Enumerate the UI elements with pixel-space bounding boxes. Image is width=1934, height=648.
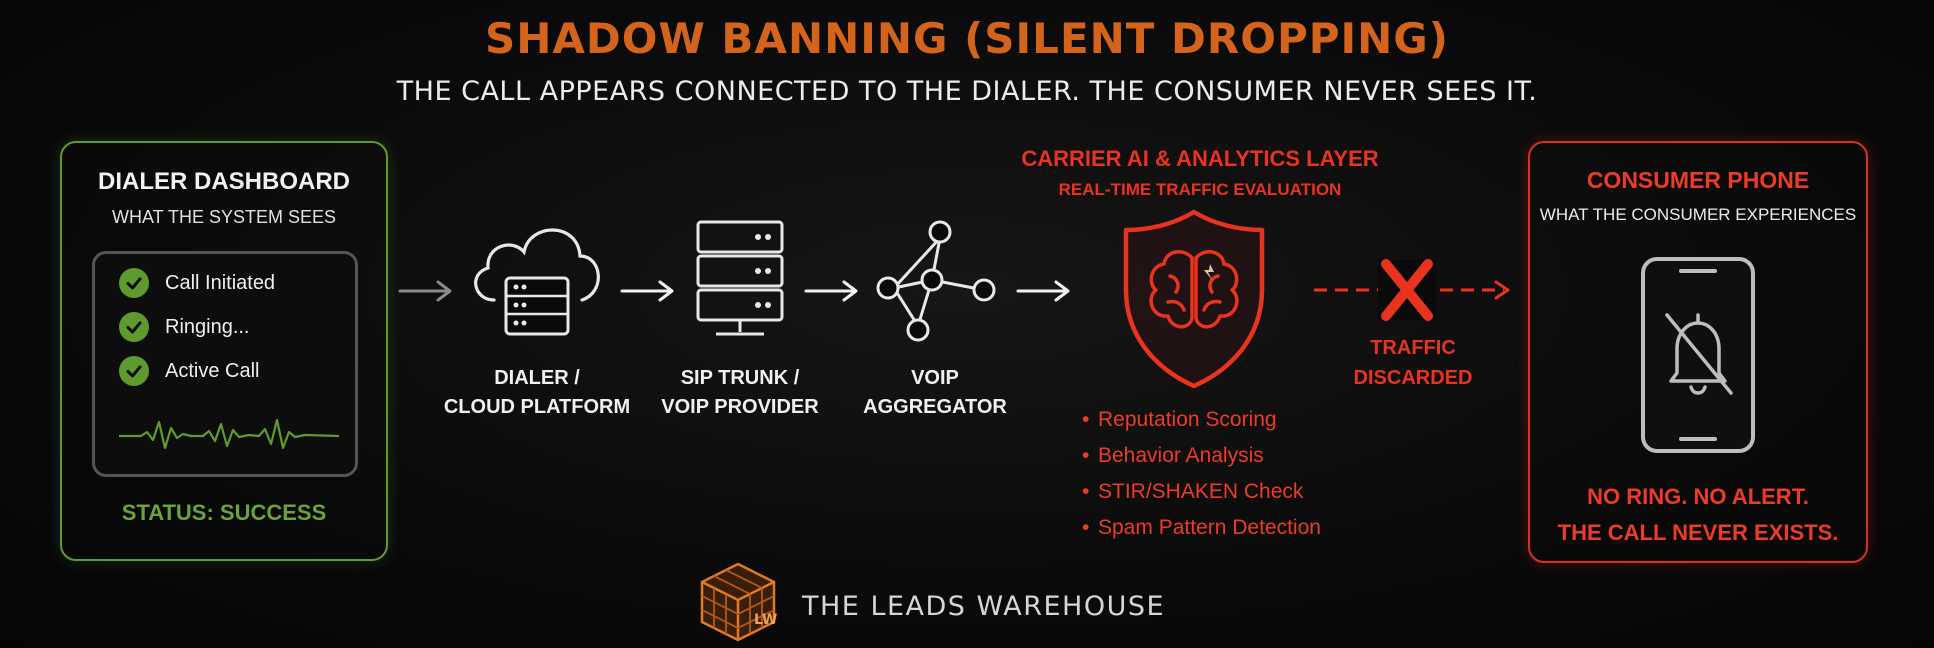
step-label: Ringing... [165, 315, 250, 338]
check-icon [119, 356, 149, 386]
waveform-icon [119, 418, 339, 450]
list-item: •STIR/SHAKEN Check [1082, 480, 1304, 503]
step-row: Call Initiated [119, 267, 275, 299]
node-label-dialer: DIALER / CLOUD PLATFORM [442, 364, 632, 422]
dropped-traffic-arrow-icon [1314, 259, 1510, 321]
consumer-panel-footer: NO RING. NO ALERT. THE CALL NEVER EXISTS… [1530, 479, 1866, 551]
brand-name: THE LEADS WAREHOUSE [802, 591, 1166, 622]
cube-logo-icon: LW [700, 562, 777, 642]
logo-text: LW [754, 612, 777, 628]
step-row: Active Call [119, 355, 259, 387]
dialer-status-screen: Call Initiated Ringing... Active Call [92, 251, 358, 477]
carrier-layer-subtitle: REAL-TIME TRAFFIC EVALUATION [1058, 180, 1342, 199]
dialer-panel-subtitle: WHAT THE SYSTEM SEES [111, 207, 337, 227]
dialer-dashboard-panel: DIALER DASHBOARD WHAT THE SYSTEM SEES Ca… [60, 141, 388, 561]
check-icon [119, 268, 149, 298]
list-item: •Spam Pattern Detection [1082, 516, 1321, 539]
check-item-label: Reputation Scoring [1098, 408, 1277, 431]
carrier-checks-list: •Reputation Scoring •Behavior Analysis •… [1082, 402, 1321, 546]
flow-arrow-icon [398, 280, 452, 302]
server-rack-icon [696, 220, 784, 336]
node-label-line: CLOUD PLATFORM [443, 396, 631, 418]
diagram-title: SHADOW BANNING (SILENT DROPPING) [485, 14, 1449, 63]
flow-arrow-icon [804, 280, 858, 302]
dialer-status: STATUS: SUCCESS [121, 500, 327, 525]
consumer-panel-subtitle: WHAT THE CONSUMER EXPERIENCES [1539, 205, 1857, 224]
node-label-line: SIP TRUNK / [680, 367, 800, 389]
check-icon [119, 312, 149, 342]
node-label-line: VOIP [911, 367, 959, 389]
carrier-layer-title: CARRIER AI & ANALYTICS LAYER [1021, 146, 1379, 171]
step-label: Call Initiated [165, 271, 276, 294]
dialer-panel-title: DIALER DASHBOARD [98, 168, 350, 195]
node-label-line: VOIP PROVIDER [661, 396, 819, 418]
discard-line: DISCARDED [1353, 367, 1473, 389]
node-label-aggregator: VOIP AGGREGATOR [850, 364, 1020, 422]
consumer-panel-title: CONSUMER PHONE [1586, 167, 1810, 193]
flow-arrow-icon [1016, 280, 1070, 302]
network-nodes-icon [876, 220, 996, 342]
node-label-line: AGGREGATOR [863, 396, 1007, 418]
check-item-label: Spam Pattern Detection [1098, 516, 1321, 539]
check-item-label: Behavior Analysis [1098, 444, 1264, 467]
footer-line: THE CALL NEVER EXISTS. [1557, 520, 1839, 545]
shield-brain-icon [1123, 209, 1265, 389]
traffic-discarded-label: TRAFFIC DISCARDED [1328, 333, 1498, 393]
list-item: •Reputation Scoring [1082, 408, 1277, 431]
node-label-line: DIALER / [494, 367, 580, 389]
discard-line: TRAFFIC [1370, 337, 1456, 359]
flow-arrow-icon [620, 280, 674, 302]
muted-bell-phone-icon [1641, 257, 1755, 453]
consumer-phone-panel: CONSUMER PHONE WHAT THE CONSUMER EXPERIE… [1528, 141, 1868, 563]
footer-line: NO RING. NO ALERT. [1587, 484, 1809, 509]
cloud-server-icon [474, 228, 600, 336]
step-row: Ringing... [119, 311, 250, 343]
x-mark-icon [1381, 259, 1433, 321]
diagram-subtitle: THE CALL APPEARS CONNECTED TO THE DIALER… [396, 76, 1538, 107]
step-label: Active Call [165, 359, 260, 382]
node-label-sip: SIP TRUNK / VOIP PROVIDER [650, 364, 830, 422]
list-item: •Behavior Analysis [1082, 444, 1264, 467]
check-item-label: STIR/SHAKEN Check [1098, 480, 1304, 503]
